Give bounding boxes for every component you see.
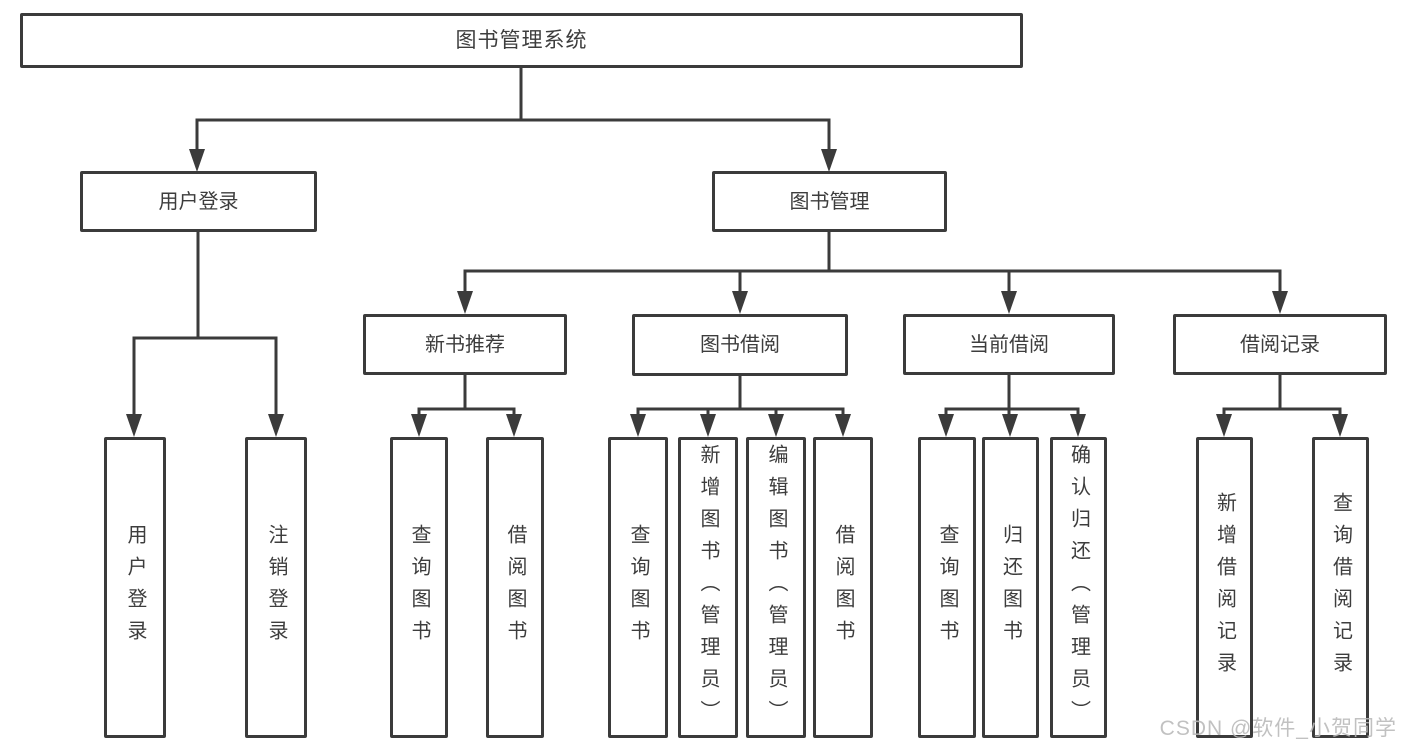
node-borrow-books: 借阅图书 [813, 437, 873, 738]
node-query-borrow-record: 查询借阅记录 [1312, 437, 1369, 738]
csdn-watermark: CSDN @软件_小贺同学 [1159, 717, 1397, 740]
node-query-books-current: 查询图书 [918, 437, 976, 738]
connector-management [457, 232, 1288, 314]
node-add-borrow-record: 新增借阅记录 [1196, 437, 1253, 738]
node-new-book-recommend: 新书推荐 [363, 314, 567, 375]
connector-records [1216, 375, 1348, 437]
node-current-borrow: 当前借阅 [903, 314, 1115, 375]
node-query-books-recommend: 查询图书 [390, 437, 448, 738]
node-book-borrow: 图书借阅 [632, 314, 848, 376]
node-book-management: 图书管理 [712, 171, 947, 232]
node-borrow-records: 借阅记录 [1173, 314, 1387, 375]
node-root: 图书管理系统 [20, 13, 1023, 68]
connector-recommend [411, 375, 522, 437]
node-logout: 注销登录 [245, 437, 307, 738]
node-return-books: 归还图书 [982, 437, 1039, 738]
node-user-login: 用户登录 [80, 171, 317, 232]
node-query-books-borrow: 查询图书 [608, 437, 668, 738]
node-borrow-books-recommend: 借阅图书 [486, 437, 544, 738]
connector-borrow [630, 375, 851, 437]
connector-login [126, 232, 284, 437]
node-confirm-return-admin: 确认归还（管理员） [1050, 437, 1107, 738]
node-edit-books-admin: 编辑图书（管理员） [746, 437, 806, 738]
connector-root [189, 68, 837, 172]
node-add-books-admin: 新增图书（管理员） [678, 437, 738, 738]
connector-current [938, 375, 1086, 437]
node-login: 用户登录 [104, 437, 166, 738]
